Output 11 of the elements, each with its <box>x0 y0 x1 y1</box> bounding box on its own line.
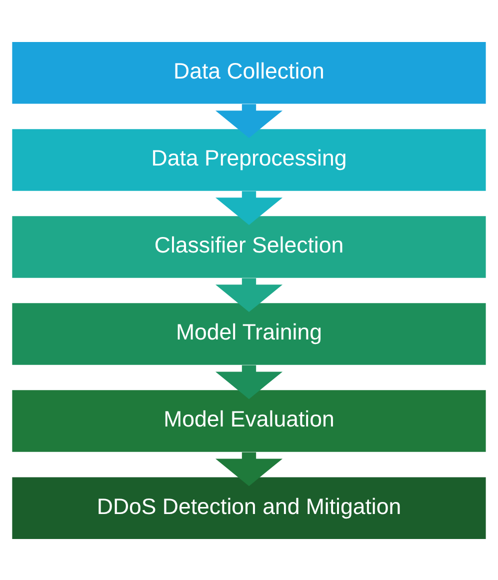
node-box: Classifier Selection <box>12 216 486 278</box>
node-box: Model Evaluation <box>12 390 486 452</box>
node-box: DDoS Detection and Mitigation <box>12 476 486 538</box>
arrow <box>216 190 283 224</box>
arrow <box>216 104 283 138</box>
arrow <box>216 452 283 486</box>
node-box: Data Collection <box>12 42 486 104</box>
node-box: Model Training <box>12 302 486 364</box>
node-box: Data Preprocessing <box>12 128 486 190</box>
arrow <box>216 278 283 312</box>
arrow <box>216 364 283 399</box>
